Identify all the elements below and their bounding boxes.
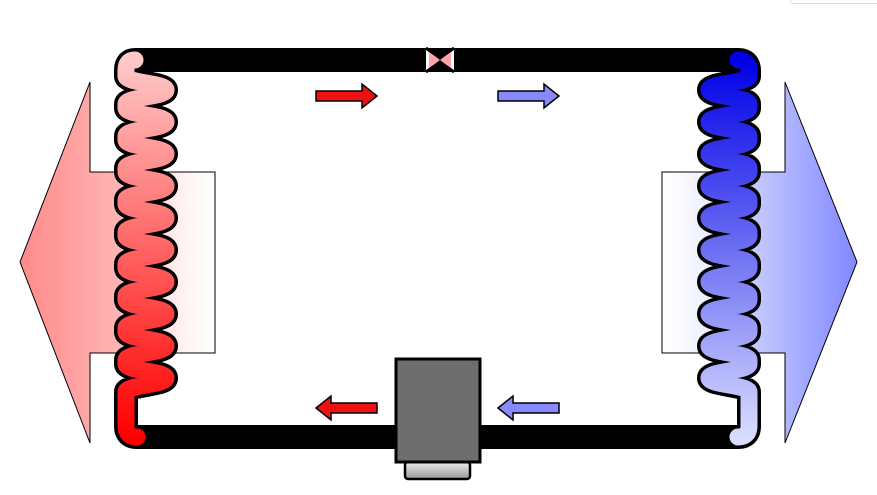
expansion-valve-icon: [425, 46, 455, 74]
flow-direction-arrow-icon: [315, 82, 379, 110]
flow-direction-arrow-icon: [497, 82, 561, 110]
flow-direction-arrow-icon: [314, 394, 378, 422]
compressor-icon: [394, 357, 482, 481]
condenser-coil: [117, 51, 175, 446]
evaporator-coil: [700, 51, 758, 446]
window-corner-tab: [790, 0, 877, 4]
flow-direction-arrow-icon: [496, 394, 560, 422]
